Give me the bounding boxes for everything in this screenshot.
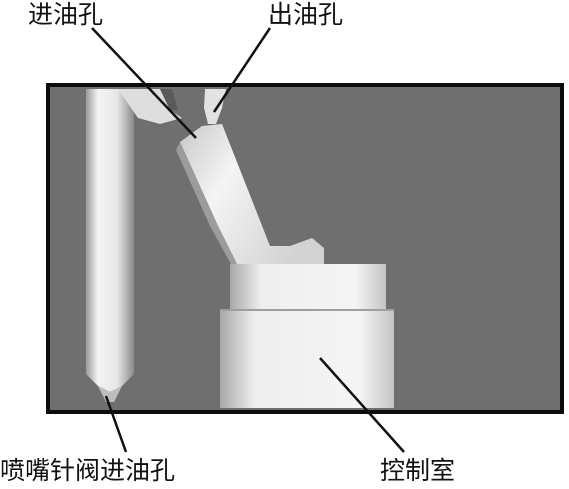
control-chamber — [220, 310, 394, 408]
diagonal-passage — [180, 124, 324, 266]
inlet-channel-edge — [160, 89, 178, 110]
label-outlet-hole: 出油孔 — [268, 0, 344, 29]
outlet-channel — [204, 89, 226, 124]
label-nozzle-needle-inlet-hole: 喷嘴针阀进油孔 — [0, 456, 176, 485]
leader-control-chamber — [319, 357, 405, 453]
leader-nozzle-inlet — [104, 395, 128, 453]
inlet-channel — [118, 89, 182, 124]
label-inlet-hole: 进油孔 — [28, 0, 104, 29]
leader-outlet — [212, 27, 272, 113]
diagonal-passage-shade — [176, 142, 238, 266]
nozzle-inlet-tip — [98, 386, 122, 402]
nozzle-inlet-passage — [86, 89, 134, 392]
leader-inlet — [91, 27, 197, 139]
label-control-chamber: 控制室 — [380, 456, 456, 485]
control-chamber-upper — [230, 264, 386, 310]
